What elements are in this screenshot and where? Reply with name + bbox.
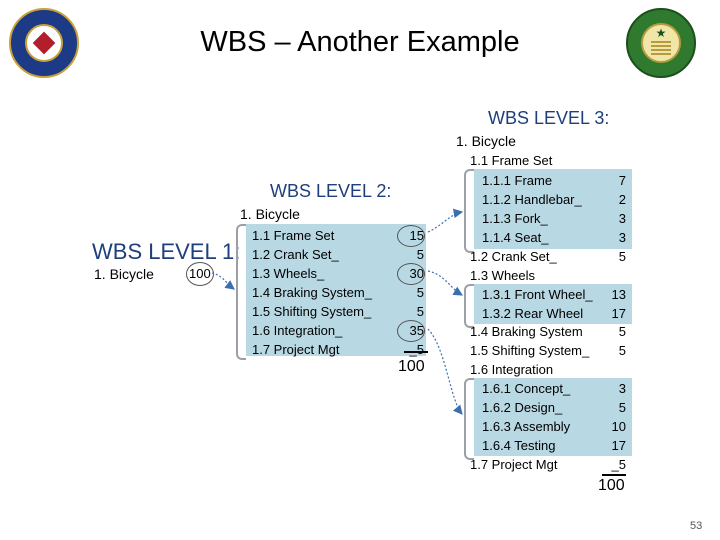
integration-item-3-label: 1.6.3 Assembly	[482, 419, 571, 434]
wheel-item-2-label: 1.3.2 Rear Wheel	[482, 306, 584, 321]
arrow-l1-to-l2	[211, 272, 235, 290]
arrow-wheels-to-l3	[427, 270, 464, 296]
level3-group-frame-label: 1.1 Frame Set	[470, 153, 553, 168]
level2-item-1-value: 15	[409, 228, 424, 243]
project-mgt-value: _5	[611, 457, 626, 472]
level2-item-5-label: 1.5 Shifting System_	[252, 304, 372, 319]
level2-item-2-value: 5	[416, 247, 424, 262]
level2-item-1-label: 1.1 Frame Set	[252, 228, 335, 243]
braking-label: 1.4 Braking System	[470, 324, 583, 339]
arrow-integration-to-l3	[427, 328, 463, 415]
integration-item-3-value: 10	[611, 419, 626, 434]
integration-item-1-label: 1.6.1 Concept_	[482, 381, 571, 396]
frame-item-3-value: 3	[618, 211, 626, 226]
page-title: WBS – Another Example	[200, 26, 520, 58]
level3-parent-label: 1. Bicycle	[456, 133, 516, 149]
integration-items-panel	[474, 378, 632, 456]
wbs-level1-heading: WBS LEVEL 1:	[92, 239, 241, 264]
frame-item-1-value: 7	[618, 173, 626, 188]
frame-item-4-value: 3	[618, 230, 626, 245]
frame-item-2-value: 2	[618, 192, 626, 207]
level3-group-integration-label: 1.6 Integration	[470, 362, 554, 377]
level2-item-2-label: 1.2 Crank Set_	[252, 247, 339, 262]
integration-item-2-label: 1.6.2 Design_	[482, 400, 563, 415]
level2-total-value: 100	[398, 358, 425, 375]
frame-item-2-label: 1.1.2 Handlebar_	[482, 192, 582, 207]
building-icon	[651, 41, 671, 57]
shifting-value: 5	[618, 343, 626, 358]
army-secretariat-seal-logo	[9, 8, 79, 78]
level2-bracket	[236, 224, 246, 360]
level2-item-4-label: 1.4 Braking System_	[252, 285, 372, 300]
level1-item-label: 1. Bicycle	[94, 266, 154, 282]
frame-item-1-label: 1.1.1 Frame	[482, 173, 553, 188]
level3-total-value: 100	[598, 477, 625, 494]
level2-item-3-label: 1.3 Wheels_	[252, 266, 325, 281]
arrow-frame-to-l3	[427, 208, 464, 233]
level2-sum-line	[404, 351, 428, 353]
level2-items-panel	[246, 224, 426, 356]
level3-group-wheels-label: 1.3 Wheels	[470, 268, 536, 283]
slide-number: 53	[690, 520, 703, 532]
wheel-items-panel	[474, 284, 632, 324]
integration-item-2-value: 5	[618, 400, 626, 415]
level2-item-3-value-circle	[397, 263, 425, 285]
wheel-item-1-label: 1.3.1 Front Wheel_	[482, 287, 593, 302]
level3-sum-line	[602, 474, 626, 476]
level1-total-value: 100	[189, 266, 211, 281]
level2-item-6-value-circle	[397, 320, 425, 342]
integration-item-4-label: 1.6.4 Testing	[482, 438, 556, 453]
level2-item-1-value-circle	[397, 225, 425, 247]
level2-item-4-value: 5	[416, 285, 424, 300]
crank-label: 1.2 Crank Set_	[470, 249, 557, 264]
wbs-level2-heading: WBS LEVEL 2:	[270, 181, 392, 201]
braking-value: 5	[618, 324, 626, 339]
wheels-bracket	[464, 284, 474, 328]
frame-item-3-label: 1.1.3 Fork_	[482, 211, 548, 226]
army-financial-management-seal-logo: ★	[626, 8, 696, 78]
level2-item-6-label: 1.6 Integration_	[252, 323, 343, 338]
integration-bracket	[464, 378, 474, 460]
shifting-label: 1.5 Shifting System_	[470, 343, 590, 358]
integration-item-1-value: 3	[618, 381, 626, 396]
star-icon: ★	[655, 26, 667, 40]
frame-items-panel	[474, 169, 632, 249]
level2-parent-label: 1. Bicycle	[240, 206, 300, 222]
level2-item-7-value: _5	[409, 342, 424, 357]
level2-item-6-value: 35	[409, 323, 424, 338]
level1-total-circle	[186, 262, 214, 286]
integration-item-4-value: 17	[611, 438, 626, 453]
project-mgt-label: 1.7 Project Mgt	[470, 457, 558, 472]
crank-value: 5	[618, 249, 626, 264]
frame-bracket	[464, 169, 474, 253]
wbs-level3-heading: WBS LEVEL 3:	[488, 108, 610, 128]
wheel-item-2-value: 17	[611, 306, 626, 321]
level2-item-7-label: 1.7 Project Mgt	[252, 342, 340, 357]
level2-item-5-value: 5	[416, 304, 424, 319]
level2-item-3-value: 30	[409, 266, 424, 281]
frame-item-4-label: 1.1.4 Seat_	[482, 230, 549, 245]
wheel-item-1-value: 13	[611, 287, 626, 302]
